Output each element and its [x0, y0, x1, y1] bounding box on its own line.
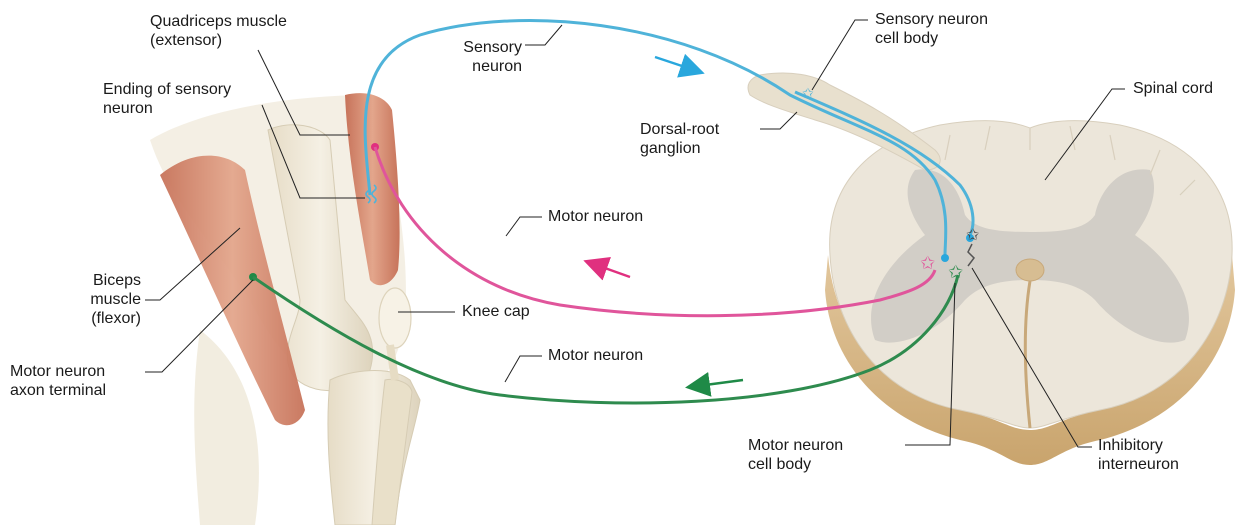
- label-spinal-cord: Spinal cord: [1133, 79, 1213, 98]
- extensor-cell-body-star: ✩: [920, 253, 935, 274]
- label-motor-terminal: Motor neuron axon terminal: [10, 362, 106, 400]
- label-sensory-ending: Ending of sensory neuron: [103, 80, 231, 118]
- label-motor-neuron-upper: Motor neuron: [548, 207, 643, 226]
- label-sensory-cell-body: Sensory neuron cell body: [875, 10, 988, 48]
- leader-motor-neuron-lower: [505, 356, 542, 382]
- leader-sensory-neuron: [525, 25, 562, 45]
- sensory-direction-arrow: [655, 57, 700, 72]
- label-motor-neuron-lower: Motor neuron: [548, 346, 643, 365]
- label-inhibitory: Inhibitory interneuron: [1098, 436, 1179, 474]
- sensory-terminal-dot-1: [941, 254, 949, 262]
- label-dorsal-root: Dorsal-root ganglion: [640, 120, 719, 158]
- svg-text:✩: ✩: [966, 225, 980, 244]
- leader-dorsal-root: [760, 112, 797, 129]
- spinal-cord-illustration: [748, 73, 1235, 465]
- knee-cap-shape: [379, 288, 411, 348]
- extensor-direction-arrow: [588, 262, 630, 277]
- sensory-cell-body-star: ✩: [802, 86, 814, 102]
- central-canal: [1016, 259, 1044, 281]
- flexor-cell-body-star: ✩: [948, 262, 963, 283]
- label-biceps: Biceps muscle (flexor): [83, 271, 141, 328]
- flexor-direction-arrow: [690, 380, 743, 387]
- label-motor-cell-body: Motor neuron cell body: [748, 436, 843, 474]
- leader-motor-neuron-upper: [506, 217, 542, 236]
- label-quadriceps: Quadriceps muscle (extensor): [150, 12, 287, 50]
- label-knee-cap: Knee cap: [462, 302, 530, 321]
- label-sensory-neuron: Sensory neuron: [460, 38, 522, 76]
